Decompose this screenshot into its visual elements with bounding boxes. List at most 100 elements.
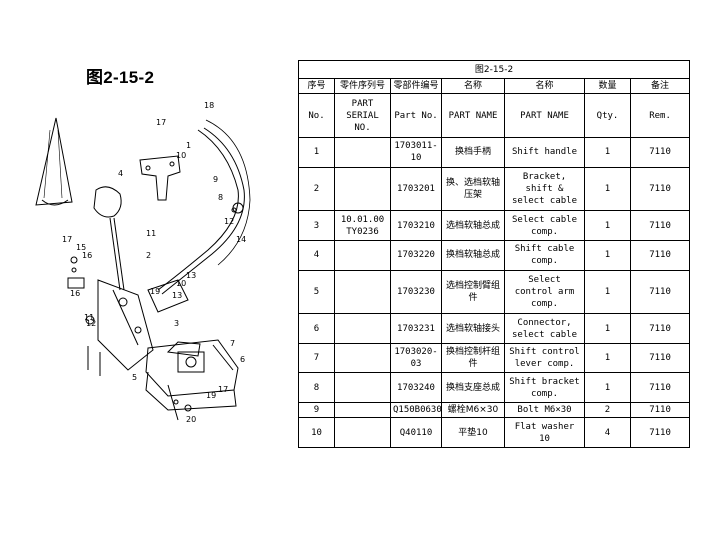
table-row: 8 1703240 换档支座总成 Shift bracket comp. 1 7… — [298, 372, 691, 403]
table-row: 1 1703011-10 换档手柄 Shift handle 1 7110 — [298, 137, 691, 168]
figure-title: 图2-15-2 — [86, 68, 155, 87]
cell-qty: 1 — [584, 166, 631, 212]
table-row: 6 1703231 选档软轴接头 Connector, select cable… — [298, 313, 691, 344]
callout: 15 — [76, 243, 86, 252]
control-lever-drawing — [97, 279, 154, 371]
shift-handle-drawing — [93, 186, 122, 218]
header-serial: PART SERIAL NO. — [334, 93, 391, 139]
bracket-drawing — [139, 155, 181, 201]
callout: 11 — [146, 229, 156, 238]
table-row: 10 Q40110 平垫10 Flat washer 10 4 7110 — [298, 417, 691, 448]
cell-rem: 7110 — [629, 166, 691, 212]
header-name-en-col: PART NAME — [504, 93, 585, 139]
header-name-en-zh: 名称 — [504, 77, 585, 95]
callout: 4 — [118, 169, 123, 178]
cell-serial — [334, 166, 391, 212]
cell-name-zh: 螺栓M6×30 — [441, 401, 505, 419]
cell-name-zh: 选档软轴总成 — [441, 210, 505, 241]
callout: 12 — [86, 319, 96, 328]
cell-name-zh: 换档控制杆组件 — [441, 342, 505, 374]
cell-partno: Q150B0630 — [390, 401, 442, 419]
header-partno-zh: 零部件编号 — [390, 77, 442, 95]
callout: 1 — [186, 141, 191, 150]
callout: 17 — [62, 235, 72, 244]
cell-serial — [334, 137, 391, 168]
header-serial-zh: 零件序列号 — [334, 77, 391, 95]
cell-no: 1 — [298, 137, 335, 168]
cell-name-en: Shift control lever comp. — [504, 342, 585, 374]
cell-partno: Q40110 — [390, 417, 442, 448]
cell-serial — [334, 269, 391, 315]
cell-rem: 7110 — [629, 210, 691, 241]
cell-name-en: Shift handle — [504, 137, 585, 168]
cell-partno: 1703240 — [390, 372, 442, 403]
cell-name-zh: 选档软轴接头 — [441, 313, 505, 344]
callout: 7 — [230, 339, 235, 348]
cell-no: 8 — [298, 372, 335, 403]
header-row-zh: 序号 零件序列号 零部件编号 名称 名称 数量 备注 — [298, 77, 691, 95]
cell-name-zh: 换档手柄 — [441, 137, 505, 168]
cell-serial — [334, 372, 391, 403]
callout: 17 — [156, 118, 166, 127]
header-qty-zh: 数量 — [584, 77, 631, 95]
table-row: 2 1703201 换、选档软轴压架 Bracket, shift & sele… — [298, 166, 691, 212]
cell-rem: 7110 — [629, 372, 691, 403]
cell-name-en: Bolt M6×30 — [504, 401, 585, 419]
callout: 13 — [186, 271, 196, 280]
table-row: 7 1703020-03 换档控制杆组件 Shift control lever… — [298, 342, 691, 374]
cell-partno: 1703220 — [390, 240, 442, 271]
cell-name-en: Connector, select cable — [504, 313, 585, 344]
cell-rem: 7110 — [629, 240, 691, 271]
cell-qty: 1 — [584, 342, 631, 374]
header-name-zh-col: PART NAME — [441, 93, 505, 139]
cell-serial — [334, 417, 391, 448]
cell-name-zh: 选档控制臂组件 — [441, 269, 505, 315]
header-partno: Part No. — [390, 93, 442, 139]
cell-name-zh: 换档软轴总成 — [441, 240, 505, 271]
callout: 3 — [174, 319, 179, 328]
table-row: 5 1703230 选档控制臂组件 Select control arm com… — [298, 269, 691, 315]
cell-no: 10 — [298, 417, 335, 448]
callout: 18 — [204, 101, 214, 110]
header-row-en: No. PART SERIAL NO. Part No. PART NAME P… — [298, 93, 691, 139]
callout: 17 — [218, 385, 228, 394]
cell-partno: 1703011-10 — [390, 137, 442, 168]
callout: 16 — [82, 251, 92, 260]
cell-name-zh: 换、选档软轴压架 — [441, 166, 505, 212]
cell-name-en: Flat washer 10 — [504, 417, 585, 448]
callout: 14 — [236, 235, 246, 244]
callout: 2 — [146, 251, 151, 260]
cell-qty: 1 — [584, 240, 631, 271]
cell-rem: 7110 — [629, 401, 691, 419]
callout: 9 — [213, 175, 218, 184]
callout: 10 — [176, 151, 186, 160]
cell-name-en: Bracket, shift & select cable — [504, 166, 585, 212]
select-cable-drawing — [205, 119, 251, 266]
cell-partno: 1703230 — [390, 269, 442, 315]
header-no-zh: 序号 — [298, 77, 335, 95]
table-caption: 图2-15-2 — [297, 60, 691, 79]
callout: 16 — [70, 289, 80, 298]
cell-rem: 7110 — [629, 313, 691, 344]
cell-qty: 1 — [584, 269, 631, 315]
callout: 5 — [132, 373, 137, 382]
callout: 11 — [84, 313, 94, 322]
callout: 19 — [206, 391, 216, 400]
cell-serial-merged: 10.01.00 TY0236 — [334, 210, 391, 241]
cell-no: 9 — [298, 401, 335, 419]
cell-qty: 1 — [584, 372, 631, 403]
cell-qty: 1 — [584, 313, 631, 344]
cell-partno: 1703020-03 — [390, 342, 442, 374]
cell-serial — [334, 342, 391, 374]
cell-serial — [334, 240, 391, 271]
cell-rem: 7110 — [629, 137, 691, 168]
cell-name-zh: 平垫10 — [441, 417, 505, 448]
cell-no: 6 — [298, 313, 335, 344]
cell-partno: 1703201 — [390, 166, 442, 212]
cell-rem: 7110 — [629, 342, 691, 374]
header-rem: Rem. — [629, 93, 691, 139]
callout: 19 — [150, 287, 160, 296]
header-no: No. — [298, 93, 335, 139]
cell-no: 4 — [298, 240, 335, 271]
cell-no: 2 — [298, 166, 335, 212]
